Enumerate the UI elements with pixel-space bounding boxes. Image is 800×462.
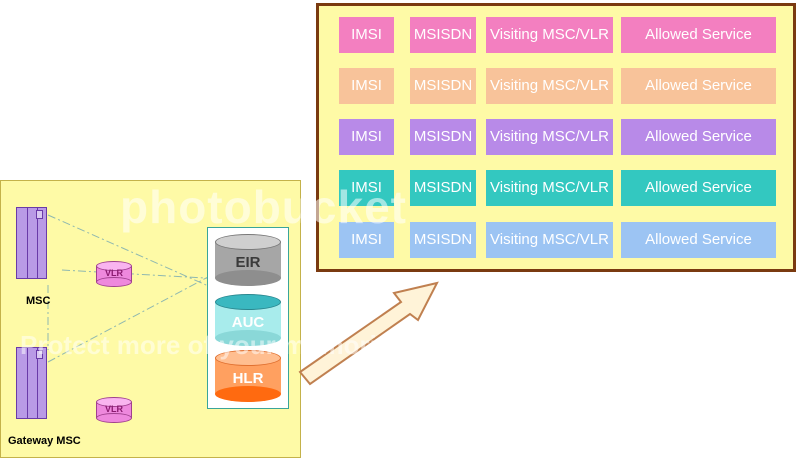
table-cell: Allowed Service (621, 17, 776, 53)
table-cell: Allowed Service (621, 170, 776, 206)
msc-label: MSC (26, 295, 51, 307)
table-cell: Visiting MSC/VLR (486, 119, 613, 155)
vlr-label: VLR (105, 268, 123, 278)
table-cell: Visiting MSC/VLR (486, 170, 613, 206)
gateway-msc-server-icon (16, 347, 47, 419)
auc-database-icon: AUC (215, 294, 281, 346)
gateway-msc-label: Gateway MSC (8, 435, 81, 447)
watermark-tagline: Protect more of your memories for less! (20, 330, 515, 360)
table-cell: IMSI (339, 17, 394, 53)
table-cell: IMSI (339, 68, 394, 104)
hlr-label: HLR (232, 370, 264, 387)
table-cell: Allowed Service (621, 119, 776, 155)
vlr-icon: VLR (96, 397, 132, 423)
table-cell: Visiting MSC/VLR (486, 222, 613, 258)
vlr-icon: VLR (96, 261, 132, 287)
table-cell: MSISDN (410, 170, 476, 206)
table-cell: IMSI (339, 222, 394, 258)
msc-hlr-link (47, 214, 241, 301)
table-cell: MSISDN (410, 222, 476, 258)
table-cell: MSISDN (410, 119, 476, 155)
table-cell: MSISDN (410, 17, 476, 53)
table-cell: MSISDN (410, 68, 476, 104)
vlr-label: VLR (105, 404, 123, 414)
table-cell: Allowed Service (621, 222, 776, 258)
eir-label: EIR (235, 254, 261, 271)
table-cell: Visiting MSC/VLR (486, 17, 613, 53)
msc-server-icon (16, 207, 47, 279)
hlr-database-icon: HLR (215, 350, 281, 402)
table-cell: IMSI (339, 170, 394, 206)
eir-database-icon: EIR (215, 234, 281, 286)
table-cell: Visiting MSC/VLR (486, 68, 613, 104)
table-cell: Allowed Service (621, 68, 776, 104)
arrow-icon (298, 281, 439, 386)
watermark-brand: photobucket (120, 181, 407, 233)
auc-label: AUC (231, 314, 265, 331)
table-cell: IMSI (339, 119, 394, 155)
